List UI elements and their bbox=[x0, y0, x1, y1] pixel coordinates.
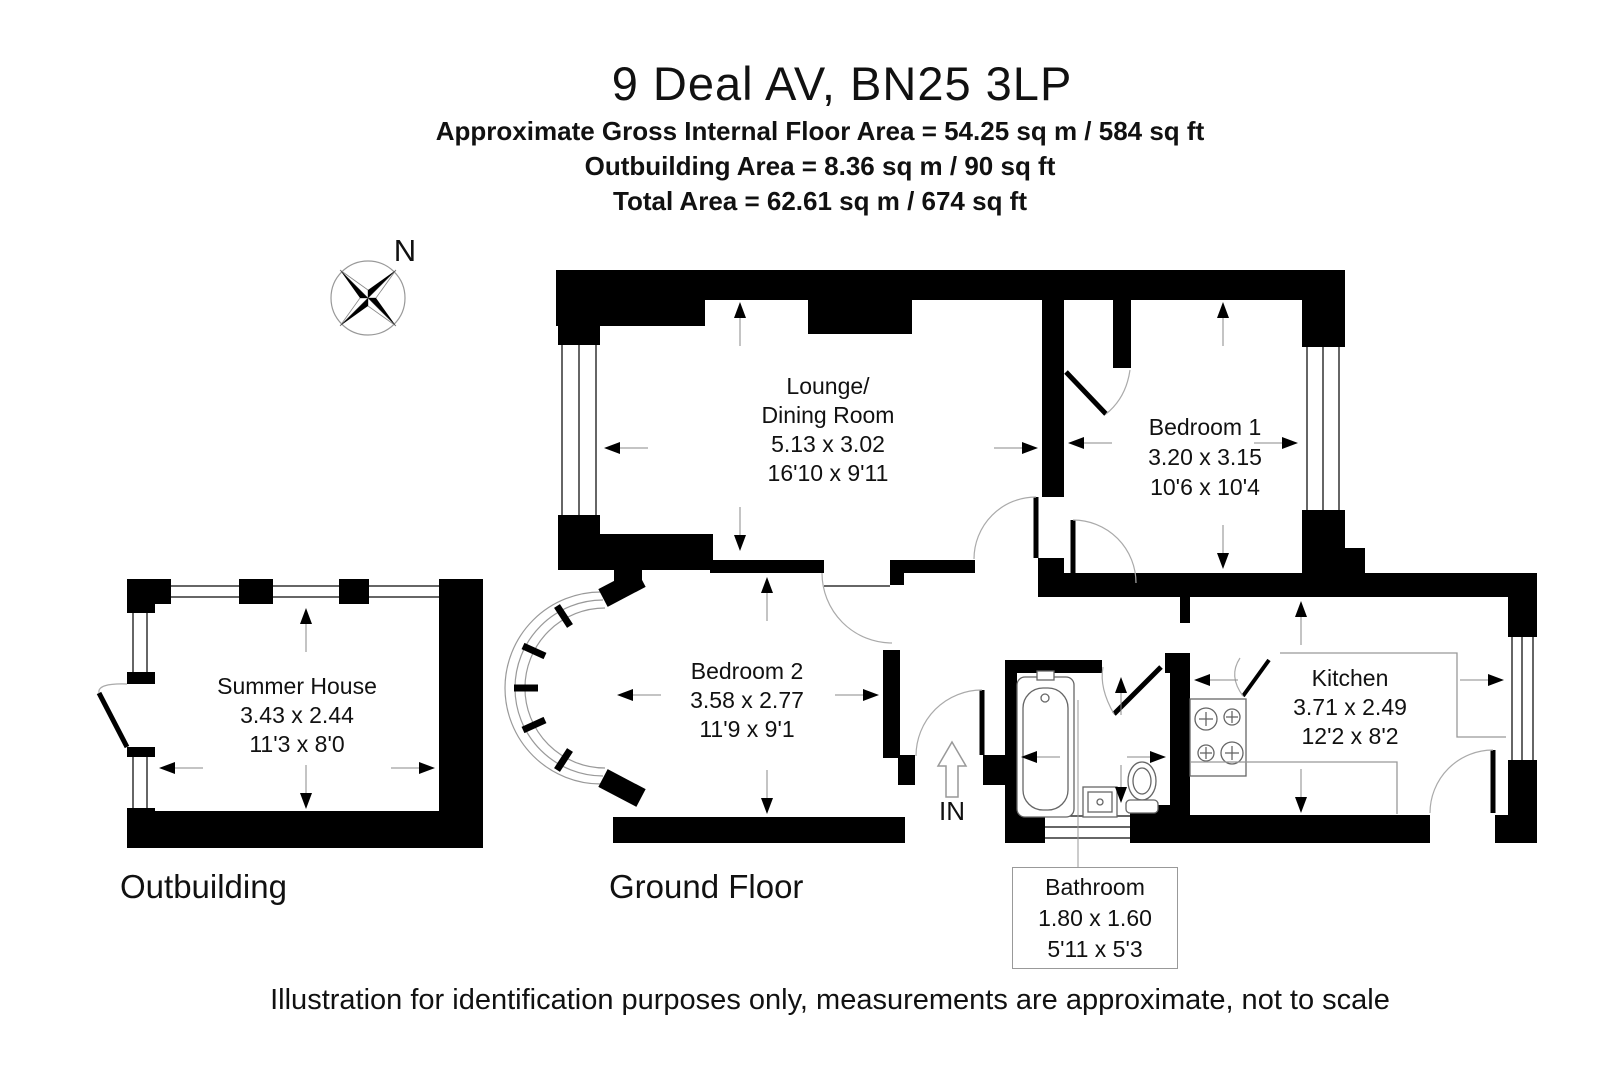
compass-north-label: N bbox=[393, 233, 417, 268]
doors bbox=[96, 369, 1496, 814]
room-label-lounge-dining: Lounge/ Dining Room 5.13 x 3.02 16'10 x … bbox=[762, 372, 895, 488]
disclaimer-text: Illustration for identification purposes… bbox=[270, 984, 1390, 1016]
room-label-kitchen: Kitchen 3.71 x 2.49 12'2 x 8'2 bbox=[1293, 664, 1407, 751]
room-dims-imperial: 11'9 x 9'1 bbox=[699, 716, 795, 742]
entrance-arrow-icon bbox=[936, 740, 968, 798]
room-dims-metric: 3.20 x 3.15 bbox=[1148, 444, 1262, 470]
room-label-bathroom: Bathroom 1.80 x 1.60 5'11 x 5'3 bbox=[1012, 867, 1178, 969]
walls bbox=[127, 270, 1537, 848]
outbuilding-area-line: Outbuilding Area = 8.36 sq m / 90 sq ft bbox=[584, 151, 1056, 181]
room-name: Lounge/ bbox=[786, 373, 870, 399]
room-label-bedroom-1: Bedroom 1 3.20 x 3.15 10'6 x 10'4 bbox=[1148, 412, 1262, 502]
compass-icon bbox=[330, 260, 406, 336]
dimension-arrows bbox=[159, 302, 1504, 814]
room-dims-imperial: 16'10 x 9'11 bbox=[767, 460, 889, 486]
ground-floor-label: Ground Floor bbox=[609, 868, 804, 905]
room-name: Dining Room bbox=[761, 402, 895, 428]
outbuilding-label: Outbuilding bbox=[120, 868, 287, 905]
room-name: Bedroom 1 bbox=[1148, 414, 1262, 440]
room-name: Bedroom 2 bbox=[690, 658, 804, 684]
room-dims-metric: 3.58 x 2.77 bbox=[690, 687, 804, 713]
gross-internal-area-line: Approximate Gross Internal Floor Area = … bbox=[435, 116, 1205, 146]
counter bbox=[1280, 652, 1506, 738]
room-dims-metric: 3.43 x 2.44 bbox=[240, 702, 354, 728]
room-label-summer-house: Summer House 3.43 x 2.44 11'3 x 8'0 bbox=[217, 672, 377, 759]
room-dims-metric: 1.80 x 1.60 bbox=[1038, 905, 1152, 931]
room-name: Summer House bbox=[217, 673, 377, 699]
room-label-bedroom-2: Bedroom 2 3.58 x 2.77 11'9 x 9'1 bbox=[690, 657, 804, 744]
room-name: Bathroom bbox=[1045, 874, 1145, 900]
bay-window bbox=[504, 569, 646, 807]
room-dims-imperial: 5'11 x 5'3 bbox=[1047, 936, 1143, 962]
kitchen-fixtures bbox=[1189, 652, 1506, 814]
page-title: 9 Deal AV, BN25 3LP bbox=[611, 57, 1073, 110]
room-dims-imperial: 11'3 x 8'0 bbox=[249, 731, 345, 757]
bathroom-fixtures bbox=[1016, 670, 1159, 818]
room-dims-metric: 3.71 x 2.49 bbox=[1293, 694, 1407, 720]
entrance-label: IN bbox=[939, 796, 965, 826]
total-area-line: Total Area = 62.61 sq m / 674 sq ft bbox=[612, 186, 1028, 216]
room-name: Kitchen bbox=[1311, 665, 1389, 691]
room-dims-metric: 5.13 x 3.02 bbox=[771, 431, 885, 457]
room-dims-imperial: 12'2 x 8'2 bbox=[1301, 723, 1399, 749]
room-dims-imperial: 10'6 x 10'4 bbox=[1150, 474, 1260, 500]
counter bbox=[1190, 761, 1398, 814]
